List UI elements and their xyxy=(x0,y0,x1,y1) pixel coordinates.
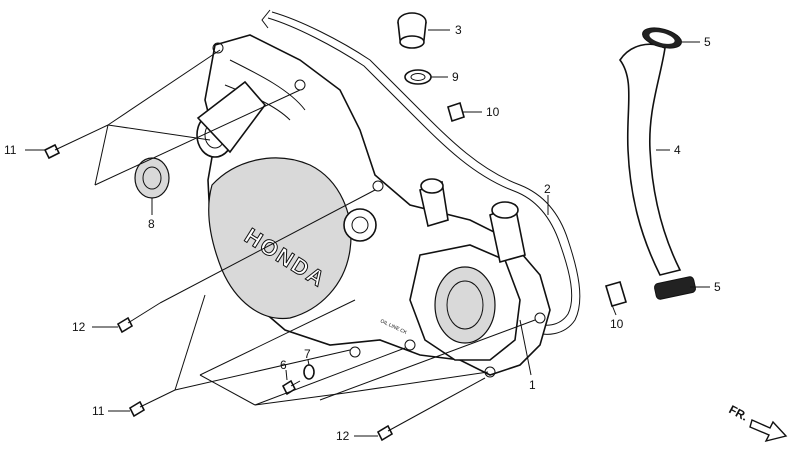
gasket xyxy=(261,9,581,335)
callout-10a: 10 xyxy=(486,105,500,119)
bolt-6 xyxy=(281,379,301,396)
bolt-12-middle xyxy=(116,302,161,334)
leader-lines xyxy=(94,49,536,409)
washer-7 xyxy=(303,364,315,380)
callout-10b: 10 xyxy=(610,317,624,331)
callout-12a: 12 xyxy=(72,320,86,334)
callout-9: 9 xyxy=(452,70,459,84)
callout-lines xyxy=(25,29,710,437)
callout-7: 7 xyxy=(304,347,311,361)
callout-12b: 12 xyxy=(336,429,350,443)
callout-5b: 5 xyxy=(714,280,721,294)
water-hose xyxy=(619,43,682,276)
oil-seal xyxy=(134,157,170,199)
callout-1: 1 xyxy=(529,378,536,392)
o-ring xyxy=(404,69,432,85)
dowel-pin-upper xyxy=(447,101,465,123)
callout-6: 6 xyxy=(280,358,287,372)
hose-clamp-upper xyxy=(642,27,682,49)
callout-11a: 11 xyxy=(4,143,17,157)
front-direction-label: FR. xyxy=(727,402,751,423)
callout-8: 8 xyxy=(148,217,155,231)
callout-3: 3 xyxy=(455,23,462,37)
front-direction-indicator: FR. xyxy=(727,402,788,443)
callout-2: 2 xyxy=(544,182,551,196)
bolt-11-lower xyxy=(128,389,176,418)
callout-4: 4 xyxy=(674,143,681,157)
front-arrow-icon xyxy=(749,419,788,443)
callout-11b: 11 xyxy=(92,404,105,418)
dowel-pin-lower xyxy=(605,281,627,307)
bolt-11-upper xyxy=(43,124,109,160)
hose-clamp-lower xyxy=(654,276,696,300)
oil-filler-cap xyxy=(397,12,427,49)
callout-5a: 5 xyxy=(704,35,711,49)
clutch-cover xyxy=(196,34,551,378)
bolt-12-lower xyxy=(376,407,431,442)
